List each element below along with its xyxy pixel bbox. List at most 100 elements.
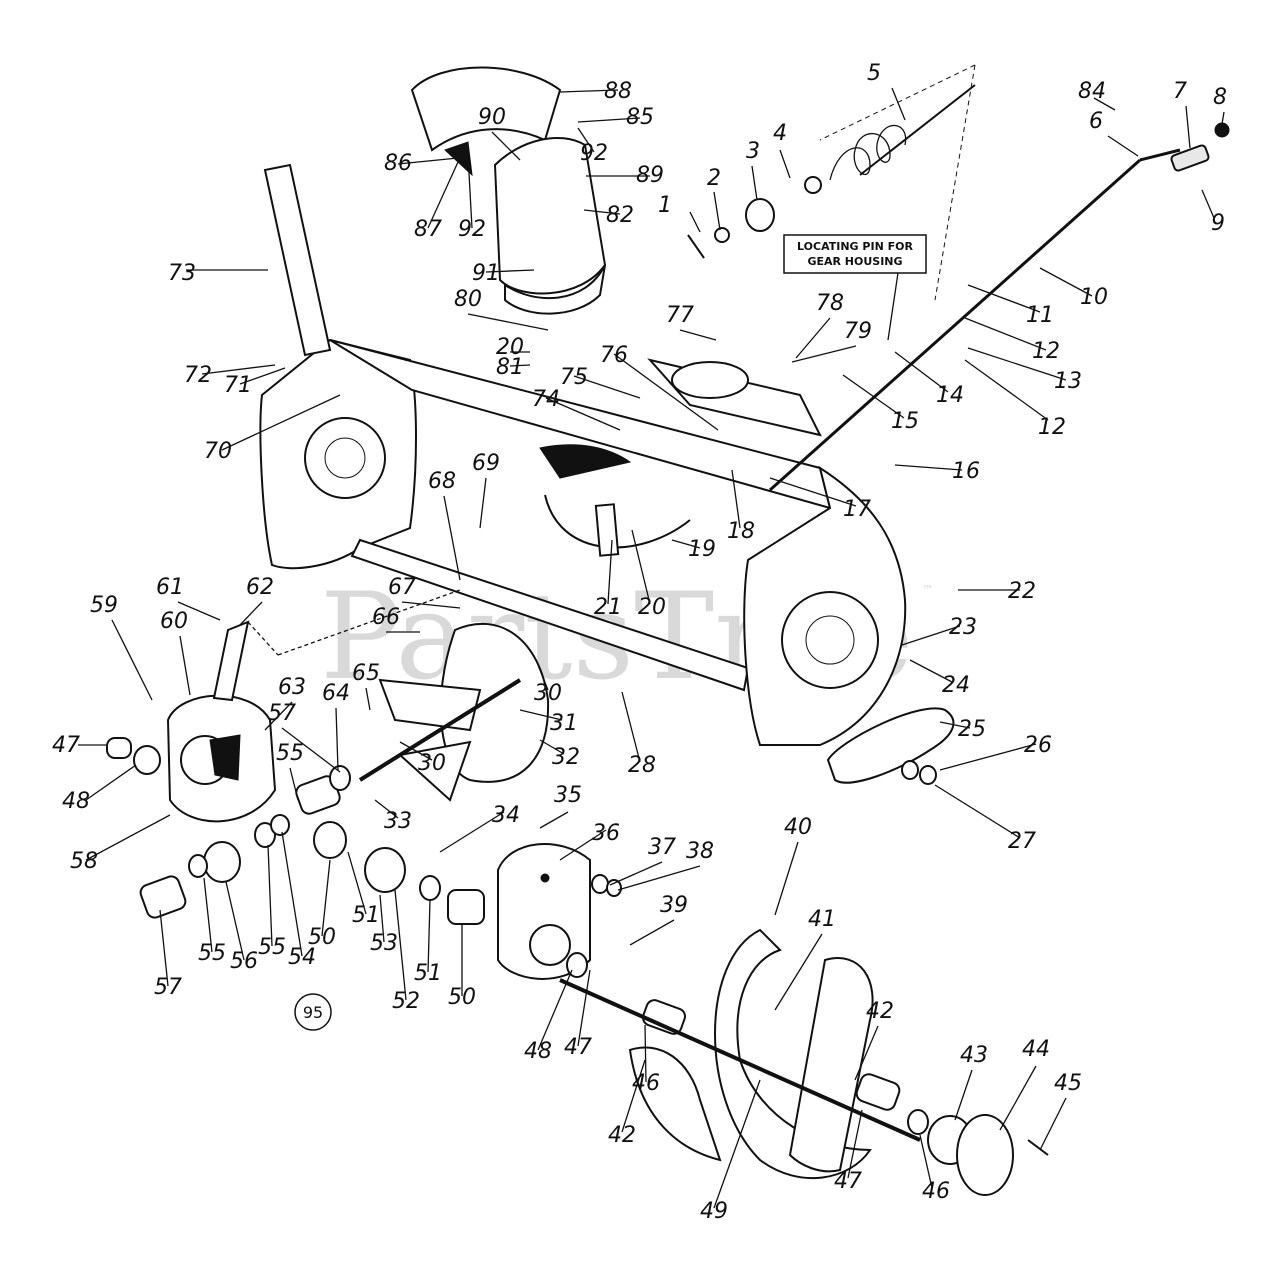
callout-38: 38 xyxy=(686,839,714,864)
leader-line xyxy=(621,691,641,763)
callout-67: 67 xyxy=(388,575,416,600)
handle-bar xyxy=(263,163,332,357)
chute-ring-teeth xyxy=(504,264,606,315)
leader-line xyxy=(774,841,799,916)
callout-26: 26 xyxy=(1024,733,1052,758)
auger-flight-right xyxy=(788,957,874,1173)
callout-58: 58 xyxy=(70,849,98,874)
callout-77: 77 xyxy=(666,303,694,328)
gear-case-assembly xyxy=(106,694,686,1035)
worm-washer xyxy=(804,176,822,194)
leader-line xyxy=(239,367,286,385)
leader-line xyxy=(679,329,717,341)
callout-82: 82 xyxy=(606,203,634,228)
callout-43: 43 xyxy=(960,1043,988,1068)
callout-1: 1 xyxy=(658,193,672,218)
leader-line xyxy=(909,659,953,683)
callout-50: 50 xyxy=(308,925,336,950)
leader-line xyxy=(751,165,758,201)
washer-54 xyxy=(270,814,290,836)
callout-5: 5 xyxy=(867,61,881,86)
leader-line xyxy=(779,149,791,179)
leader-line xyxy=(731,469,741,529)
leader-line xyxy=(967,284,1041,313)
callout-76: 76 xyxy=(600,343,628,368)
leader-line xyxy=(559,89,619,93)
nut-27 xyxy=(919,765,937,785)
leader-line xyxy=(401,601,461,609)
leader-line xyxy=(365,687,371,711)
leader-line xyxy=(467,154,473,229)
leader-line xyxy=(964,317,1047,351)
callout-4: 4 xyxy=(773,121,787,146)
callout-57: 57 xyxy=(154,975,182,1000)
chute-knob xyxy=(444,141,473,177)
callout-14: 14 xyxy=(936,383,964,408)
callout-72: 72 xyxy=(184,363,212,388)
spacer-57 xyxy=(139,875,187,919)
callout-42: 42 xyxy=(608,1123,636,1148)
leader-line xyxy=(607,539,613,605)
leader-line xyxy=(671,539,701,549)
auger-flight-back xyxy=(628,1046,722,1162)
leader-line xyxy=(85,814,171,861)
leader-line xyxy=(399,741,433,761)
callout-27: 27 xyxy=(1008,829,1036,854)
sleeve-47 xyxy=(106,737,132,759)
leader-line xyxy=(347,851,367,915)
callout-11: 11 xyxy=(1026,303,1054,328)
leader-line xyxy=(397,157,459,165)
cotter-pin xyxy=(687,234,705,259)
flange-44 xyxy=(956,1114,1014,1196)
watermark-trademark: ™ xyxy=(922,583,934,597)
leader-line xyxy=(631,529,651,605)
leader-line xyxy=(539,739,565,755)
callout-24: 24 xyxy=(942,673,970,698)
leader-line xyxy=(485,269,535,273)
impeller xyxy=(358,622,550,802)
leader-lines xyxy=(78,87,1225,1209)
leader-line xyxy=(1093,97,1116,111)
callout-31: 31 xyxy=(550,711,578,736)
callout-42: 42 xyxy=(866,999,894,1024)
callout-80: 80 xyxy=(454,287,482,312)
callout-85: 85 xyxy=(626,105,654,130)
callout-53: 53 xyxy=(370,931,398,956)
callout-63: 63 xyxy=(278,675,306,700)
leader-line xyxy=(427,899,431,973)
leader-line xyxy=(225,881,245,961)
leader-line xyxy=(629,919,675,946)
washer-37 xyxy=(591,874,609,894)
scraper-bar xyxy=(350,538,750,692)
leader-line xyxy=(939,721,971,729)
leader-line xyxy=(537,664,549,691)
leader-line xyxy=(559,829,607,861)
callout-92: 92 xyxy=(458,217,486,242)
leader-line xyxy=(999,1065,1037,1131)
pulley-56 xyxy=(203,841,241,883)
leader-line xyxy=(842,374,905,419)
callout-17: 17 xyxy=(843,497,871,522)
leader-line xyxy=(281,727,341,773)
skid-shoe-body xyxy=(826,707,955,784)
callout-49: 49 xyxy=(700,1199,728,1224)
callout-51: 51 xyxy=(352,903,380,928)
leader-line xyxy=(1185,105,1191,149)
callout-12: 12 xyxy=(1038,415,1066,440)
callout-35: 35 xyxy=(554,783,582,808)
callout-33: 33 xyxy=(384,809,412,834)
bearing-50b xyxy=(447,889,485,925)
callout-36: 36 xyxy=(592,821,620,846)
svg-text:LOCATING PIN FOR: LOCATING PIN FOR xyxy=(797,240,913,253)
leader-line xyxy=(491,131,521,161)
callout-74: 74 xyxy=(532,387,560,412)
leader-line xyxy=(479,477,487,529)
callout-48: 48 xyxy=(62,789,90,814)
callout-22: 22 xyxy=(1008,579,1036,604)
leader-line xyxy=(939,743,1037,771)
crank-rod xyxy=(769,158,1141,492)
nut-38 xyxy=(606,879,622,897)
callout-23: 23 xyxy=(949,615,977,640)
bracket-62 xyxy=(212,620,250,702)
